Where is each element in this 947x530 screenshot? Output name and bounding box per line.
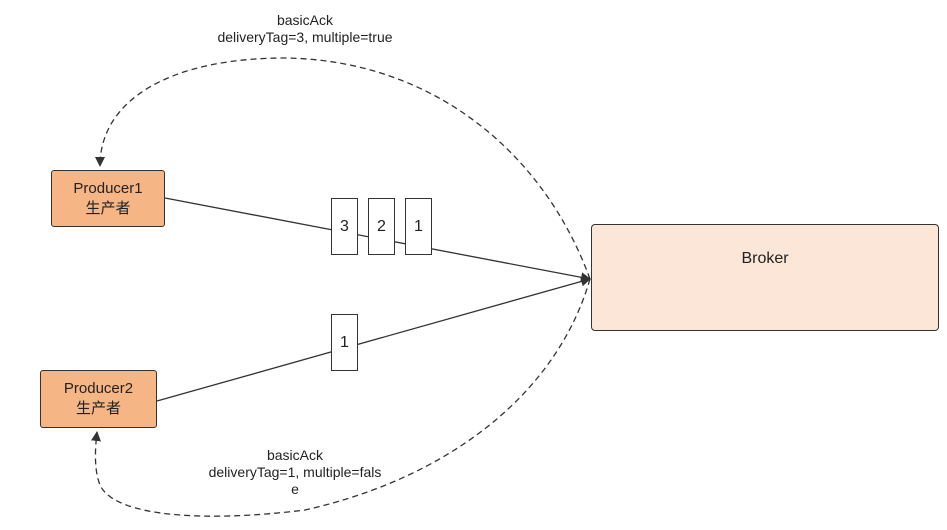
message-box: 2 <box>368 198 395 255</box>
producer1-node[interactable]: Producer1 生产者 <box>51 170 165 227</box>
message-label: 1 <box>414 217 423 235</box>
message-label: 1 <box>340 333 349 351</box>
ack-arc-producer2 <box>91 278 591 517</box>
ack-arc-producer1 <box>95 57 591 280</box>
producer1-subtitle: 生产者 <box>85 199 131 217</box>
ack-label-producer2-line3: e <box>291 481 299 497</box>
ack-label-producer2-line2: deliveryTag=1, multiple=fals <box>208 464 382 480</box>
message-box: 1 <box>405 198 432 255</box>
ack-label-producer2-line1: basicAck <box>266 447 324 463</box>
ack-label-producer1-line1: basicAck <box>276 12 334 28</box>
ack-label-producer1: basicAck deliveryTag=3, multiple=true <box>195 12 415 46</box>
message-box: 1 <box>331 314 358 371</box>
message-box: 3 <box>331 198 358 255</box>
producer2-name: Producer2 <box>63 380 134 397</box>
producer1-name: Producer1 <box>73 179 143 197</box>
ack-label-producer2: basicAck deliveryTag=1, multiple=fals e <box>180 447 410 498</box>
broker-node[interactable]: Broker <box>591 224 939 331</box>
message-label: 2 <box>377 217 386 235</box>
message-label: 3 <box>340 217 349 235</box>
producer2-subtitle: 生产者 <box>75 400 121 417</box>
edge-producer2-broker <box>156 276 591 402</box>
producer2-node[interactable]: Producer2 生产者 <box>40 370 157 428</box>
broker-name: Broker <box>741 250 789 267</box>
ack-label-producer1-line2: deliveryTag=3, multiple=true <box>217 29 393 45</box>
